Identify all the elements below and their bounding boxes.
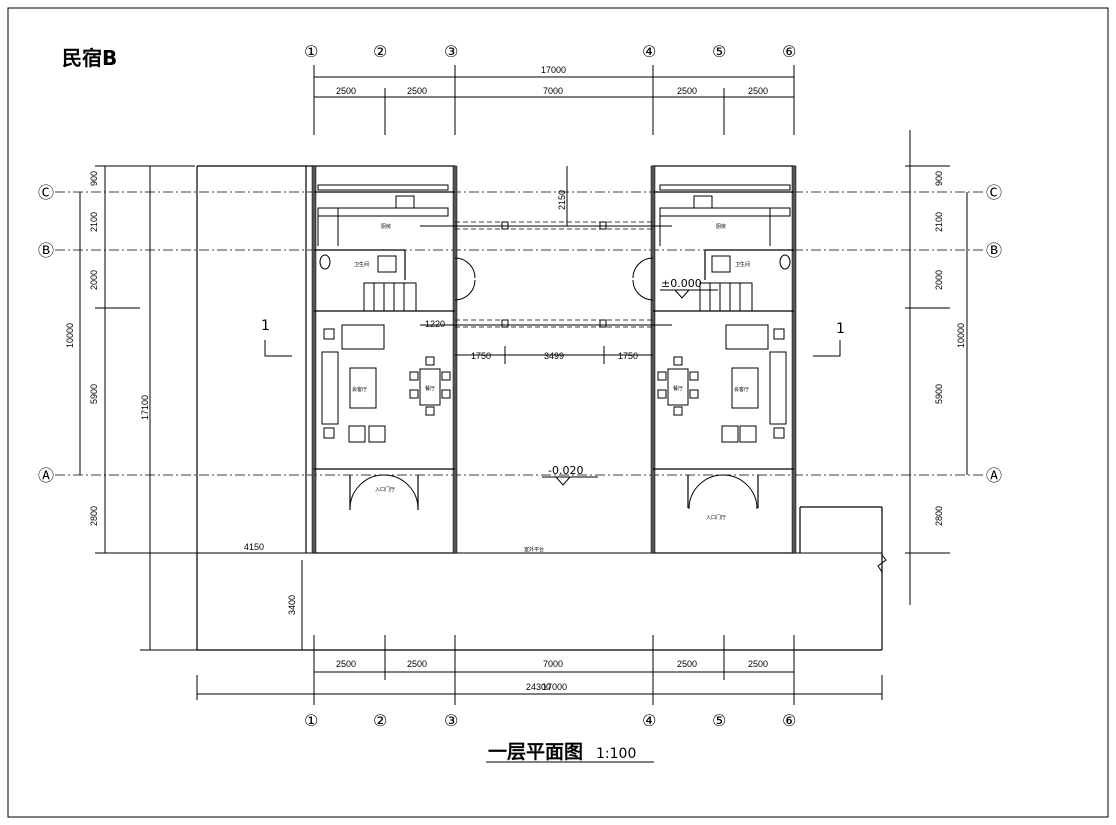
dim-left-5: 2800 xyxy=(89,506,99,526)
room-toilet-right: 卫生间 xyxy=(735,261,750,268)
room-kitchen-left: 厨房 xyxy=(381,223,391,230)
drawing-title-block: 一层平面图 1:100 xyxy=(486,741,654,763)
axis-3-top: ③ xyxy=(444,42,458,61)
axis-4-bottom: ④ xyxy=(642,711,656,730)
dim-inner-left-height: 3400 xyxy=(287,595,297,615)
top-dimensions: 17000 2500 2500 7000 2500 2500 xyxy=(313,65,795,135)
axis-6-bottom: ⑥ xyxy=(782,711,796,730)
right-unit: 厨房 卫生间 会客厅 餐厅 入口门厅 xyxy=(632,165,797,554)
dim-mid-3: 1750 xyxy=(618,351,638,361)
axis-1-top: ① xyxy=(304,42,318,61)
level-outdoor: -0.020 xyxy=(548,464,583,477)
drawing-title: 一层平面图 xyxy=(488,741,583,763)
axis-grid-lines xyxy=(55,191,985,476)
dim-mid-1: 1750 xyxy=(471,351,491,361)
right-axis-labels: Ⓒ Ⓑ Ⓐ xyxy=(986,183,1002,485)
dim-right-5: 2800 xyxy=(934,506,944,526)
section-mark-left: 1 xyxy=(261,318,270,334)
dim-inner-left-width: 4150 xyxy=(244,542,264,552)
dim-bottom-2: 2500 xyxy=(407,659,427,669)
dim-bottom-total-a: 24300 xyxy=(526,682,551,692)
dim-bottom-total-b: 17000 xyxy=(542,682,567,692)
level-floor: ±0.000 xyxy=(661,277,702,290)
dim-left-total: 17100 xyxy=(140,395,150,420)
dim-left-subtotal: 10000 xyxy=(65,323,75,348)
dim-courtyard: 2150 xyxy=(557,190,567,210)
dim-top-4: 2500 xyxy=(677,86,697,96)
dim-right-2: 2100 xyxy=(934,212,944,232)
right-dimensions: 900 2100 2000 5900 2800 10000 xyxy=(905,130,968,605)
room-entry-left: 入口门厅 xyxy=(375,486,395,493)
axis-C-left: Ⓒ xyxy=(38,183,54,202)
axis-B-right: Ⓑ xyxy=(986,241,1002,260)
axis-A-right: Ⓐ xyxy=(986,466,1002,485)
dim-mid-2: 3499 xyxy=(544,351,564,361)
room-dining-left: 餐厅 xyxy=(425,385,435,392)
sheet-border xyxy=(7,7,1109,818)
dim-top-1: 2500 xyxy=(336,86,356,96)
bottom-axis-labels: ① ② ③ ④ ⑤ ⑥ xyxy=(304,711,796,730)
axis-3-bottom: ③ xyxy=(444,711,458,730)
section-mark-right: 1 xyxy=(836,321,845,337)
dim-bottom-1: 2500 xyxy=(336,659,356,669)
axis-B-left: Ⓑ xyxy=(38,241,54,260)
site-outline: 4150 3400 xyxy=(196,165,887,651)
bottom-dimensions: 2500 2500 7000 2500 2500 24300 17000 xyxy=(196,635,883,705)
dim-left-3: 2000 xyxy=(89,270,99,290)
dim-bottom-4: 2500 xyxy=(677,659,697,669)
dim-bottom-3: 7000 xyxy=(543,659,563,669)
dim-top-3: 7000 xyxy=(543,86,563,96)
section-marks: 1 1 xyxy=(261,318,845,357)
dim-left-2: 2100 xyxy=(89,212,99,232)
axis-4-top: ④ xyxy=(642,42,656,61)
room-tea-left: 会客厅 xyxy=(352,386,367,393)
axis-A-left: Ⓐ xyxy=(38,466,54,485)
dim-top-2: 2500 xyxy=(407,86,427,96)
dim-left-4: 5900 xyxy=(89,384,99,404)
sheet-title: 民宿B xyxy=(62,46,117,70)
axis-2-top: ② xyxy=(373,42,387,61)
dim-top-total: 17000 xyxy=(541,65,566,75)
axis-2-bottom: ② xyxy=(373,711,387,730)
left-axis-labels: Ⓒ Ⓑ Ⓐ xyxy=(38,183,54,485)
axis-6-top: ⑥ xyxy=(782,42,796,61)
room-terrace: 室外平台 xyxy=(524,546,544,553)
axis-5-bottom: ⑤ xyxy=(712,711,726,730)
dim-right-3: 2000 xyxy=(934,270,944,290)
axis-5-top: ⑤ xyxy=(712,42,726,61)
floor-level-mark: ±0.000 xyxy=(660,277,718,299)
room-kitchen-right: 厨房 xyxy=(716,223,726,230)
dim-top-5: 2500 xyxy=(748,86,768,96)
room-entry-right: 入口门厅 xyxy=(706,514,726,521)
axis-C-right: Ⓒ xyxy=(986,183,1002,202)
left-dimensions: 900 2100 2000 5900 2800 10000 17100 xyxy=(65,165,305,651)
dim-right-1: 900 xyxy=(934,171,944,186)
axis-1-bottom: ① xyxy=(304,711,318,730)
dim-bottom-5: 2500 xyxy=(748,659,768,669)
room-dining-right: 餐厅 xyxy=(673,385,683,392)
central-courtyard: 2150 1220 1750 3499 1750 -0.020 室外平台 xyxy=(420,166,672,553)
left-unit: 厨房 卫生间 会客厅 餐厅 入口门厅 xyxy=(311,165,476,554)
room-tea-right: 会客厅 xyxy=(734,386,749,393)
dim-right-subtotal: 10000 xyxy=(956,323,966,348)
drawing-scale: 1:100 xyxy=(596,746,636,762)
room-toilet-left: 卫生间 xyxy=(354,261,369,268)
dim-offset: 1220 xyxy=(425,319,445,329)
dim-right-4: 5900 xyxy=(934,384,944,404)
top-axis-labels: ① ② ③ ④ ⑤ ⑥ xyxy=(304,42,796,61)
dim-left-1: 900 xyxy=(89,171,99,186)
